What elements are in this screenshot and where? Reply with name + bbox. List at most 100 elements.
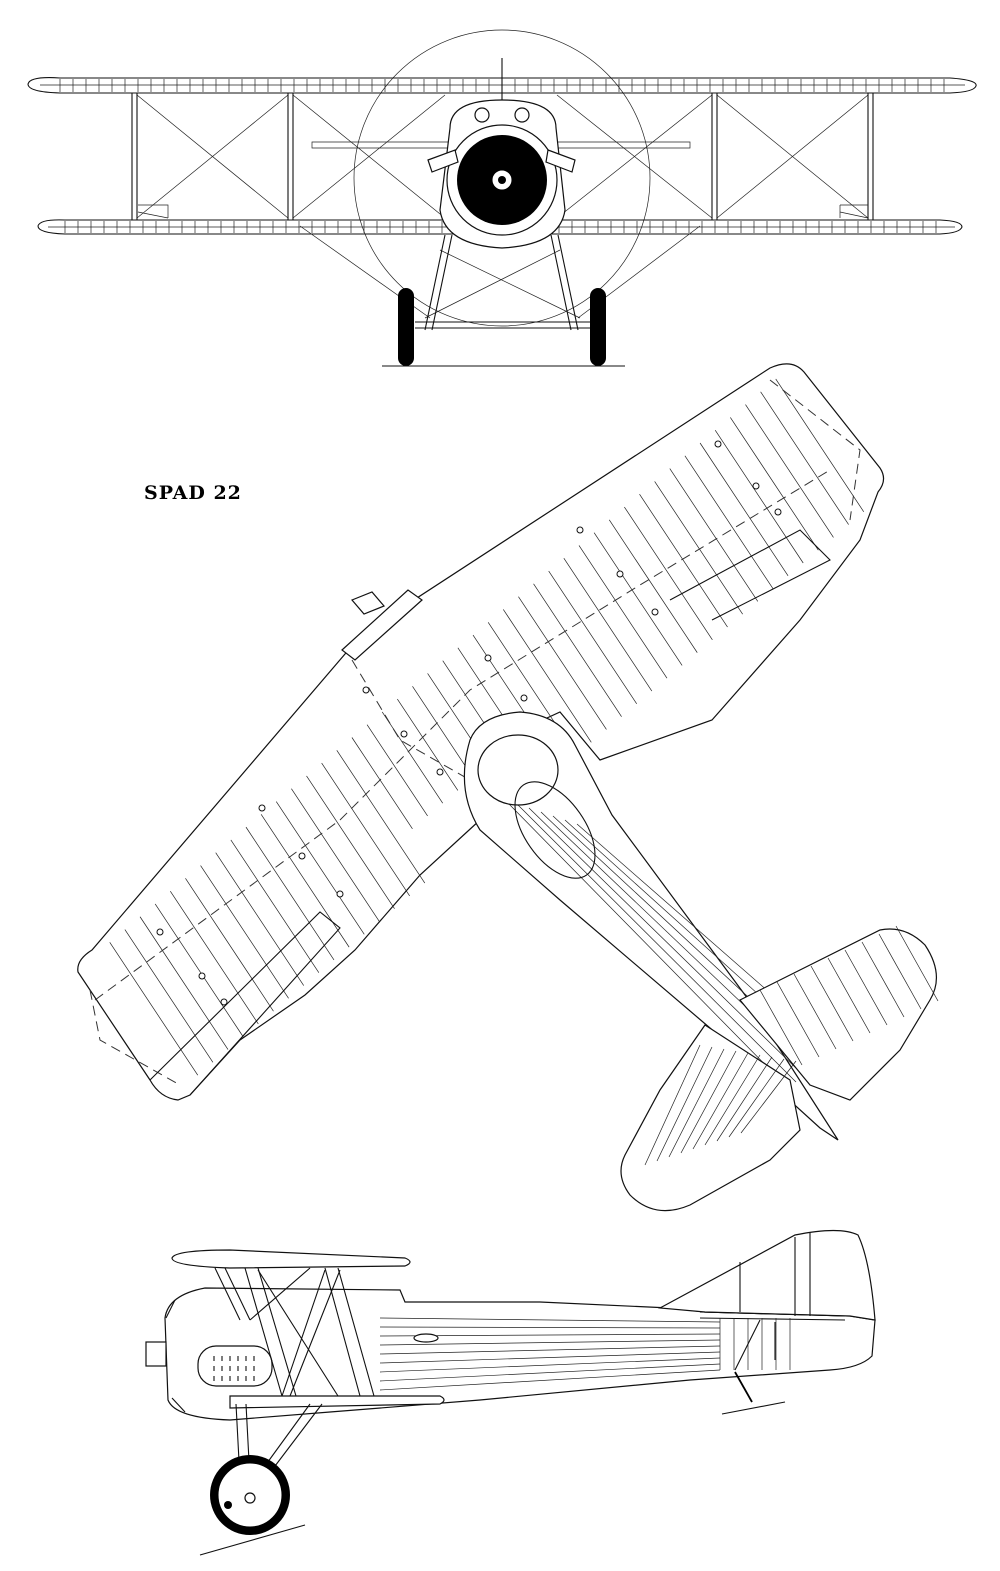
side-view xyxy=(145,1229,876,1556)
rib-line xyxy=(759,989,803,1066)
fin-rudder xyxy=(657,1229,876,1321)
cockpit-opening xyxy=(477,734,559,806)
rib-line xyxy=(776,981,820,1058)
rib-line xyxy=(518,596,607,730)
rib-line xyxy=(154,903,244,1037)
fuselage-plan xyxy=(463,711,839,1141)
rib-line xyxy=(170,890,259,1025)
lower-wing-front xyxy=(37,219,963,235)
rib-line xyxy=(563,558,653,692)
rib-line xyxy=(878,933,922,1010)
rib-line xyxy=(775,378,865,512)
side-stringers xyxy=(379,1317,791,1391)
rib-line xyxy=(728,1058,785,1138)
struts-side xyxy=(214,1267,375,1397)
aileron-right xyxy=(669,529,831,621)
rib-line xyxy=(109,942,199,1076)
rib-line xyxy=(730,417,819,551)
rib-line xyxy=(397,698,459,791)
rib-line xyxy=(275,801,365,935)
rib-line xyxy=(714,430,804,564)
rib-line xyxy=(593,532,683,666)
rib-line xyxy=(639,494,728,628)
rib-line xyxy=(379,1326,721,1329)
rib-line xyxy=(716,1056,773,1142)
rib-line xyxy=(503,609,592,743)
rib-line xyxy=(412,686,474,778)
tailskid xyxy=(734,1371,753,1403)
fuselage-side xyxy=(164,1287,876,1421)
rib-line xyxy=(230,839,320,973)
tailplane-side xyxy=(699,1311,846,1321)
cylinder-right xyxy=(545,149,576,173)
rib-line xyxy=(306,775,395,909)
interplane-struts xyxy=(131,93,874,220)
rib-line xyxy=(516,803,797,1083)
rib-line xyxy=(379,1345,721,1355)
rib-line xyxy=(684,455,774,589)
rib-line xyxy=(680,1050,737,1154)
rib-line xyxy=(827,957,871,1034)
rib-line xyxy=(578,545,668,679)
rib-line xyxy=(548,570,637,705)
aileron-left xyxy=(149,911,341,1096)
rib-line xyxy=(533,583,622,717)
rib-line xyxy=(336,750,426,884)
rib-line xyxy=(745,404,834,538)
wing-spar-dashed xyxy=(94,469,831,1001)
rib-line xyxy=(669,468,759,602)
rib-line xyxy=(139,916,229,1050)
front-view xyxy=(27,29,977,367)
rib-line xyxy=(245,826,335,961)
vent-slots xyxy=(213,1356,255,1381)
rib-line xyxy=(692,1052,749,1150)
cylinder-left xyxy=(427,149,459,173)
aircraft-title: SPAD 22 xyxy=(144,482,242,504)
rib-line xyxy=(656,1046,713,1162)
machine-gun xyxy=(350,591,386,615)
plan-view xyxy=(77,363,939,1212)
rib-line xyxy=(861,941,905,1018)
rib-line xyxy=(699,442,789,576)
rib-line xyxy=(379,1351,721,1364)
propeller-hub-side xyxy=(145,1341,167,1367)
rib-line xyxy=(321,762,410,897)
rib-line xyxy=(379,1369,721,1391)
bracing-wires xyxy=(136,94,869,319)
upper-wing-side xyxy=(171,1249,411,1269)
rib-line xyxy=(200,865,289,999)
rib-line xyxy=(654,481,743,615)
rib-line xyxy=(740,1060,797,1134)
rib-line xyxy=(528,807,803,1075)
rib-line xyxy=(668,1048,725,1158)
undercarriage-front xyxy=(382,234,625,367)
rib-line xyxy=(381,711,443,804)
propeller-disc xyxy=(353,29,651,327)
upper-wing-front xyxy=(27,77,977,94)
cowl-vent-panel xyxy=(197,1345,273,1387)
rib-line xyxy=(379,1357,721,1373)
rib-line xyxy=(366,724,428,817)
rib-line xyxy=(379,1317,721,1323)
rib-line xyxy=(504,799,791,1091)
rib-line xyxy=(608,519,698,653)
tail-ribs xyxy=(644,925,939,1166)
rib-line xyxy=(704,1054,761,1146)
rib-line xyxy=(291,788,380,922)
rib-line xyxy=(215,852,305,986)
rib-line xyxy=(185,878,274,1012)
rib-line xyxy=(260,814,350,948)
rib-line xyxy=(844,949,888,1026)
tailplane-front xyxy=(311,141,691,149)
rib-line xyxy=(644,1044,701,1166)
lower-wing-side xyxy=(229,1395,445,1409)
inspection-holes xyxy=(156,440,782,1006)
undercarriage-side xyxy=(199,1403,323,1556)
rib-line xyxy=(624,506,713,641)
rib-line xyxy=(810,965,854,1042)
rib-line xyxy=(379,1339,721,1346)
rib-line xyxy=(124,929,214,1063)
rib-line xyxy=(793,973,837,1050)
rib-line xyxy=(760,391,849,525)
